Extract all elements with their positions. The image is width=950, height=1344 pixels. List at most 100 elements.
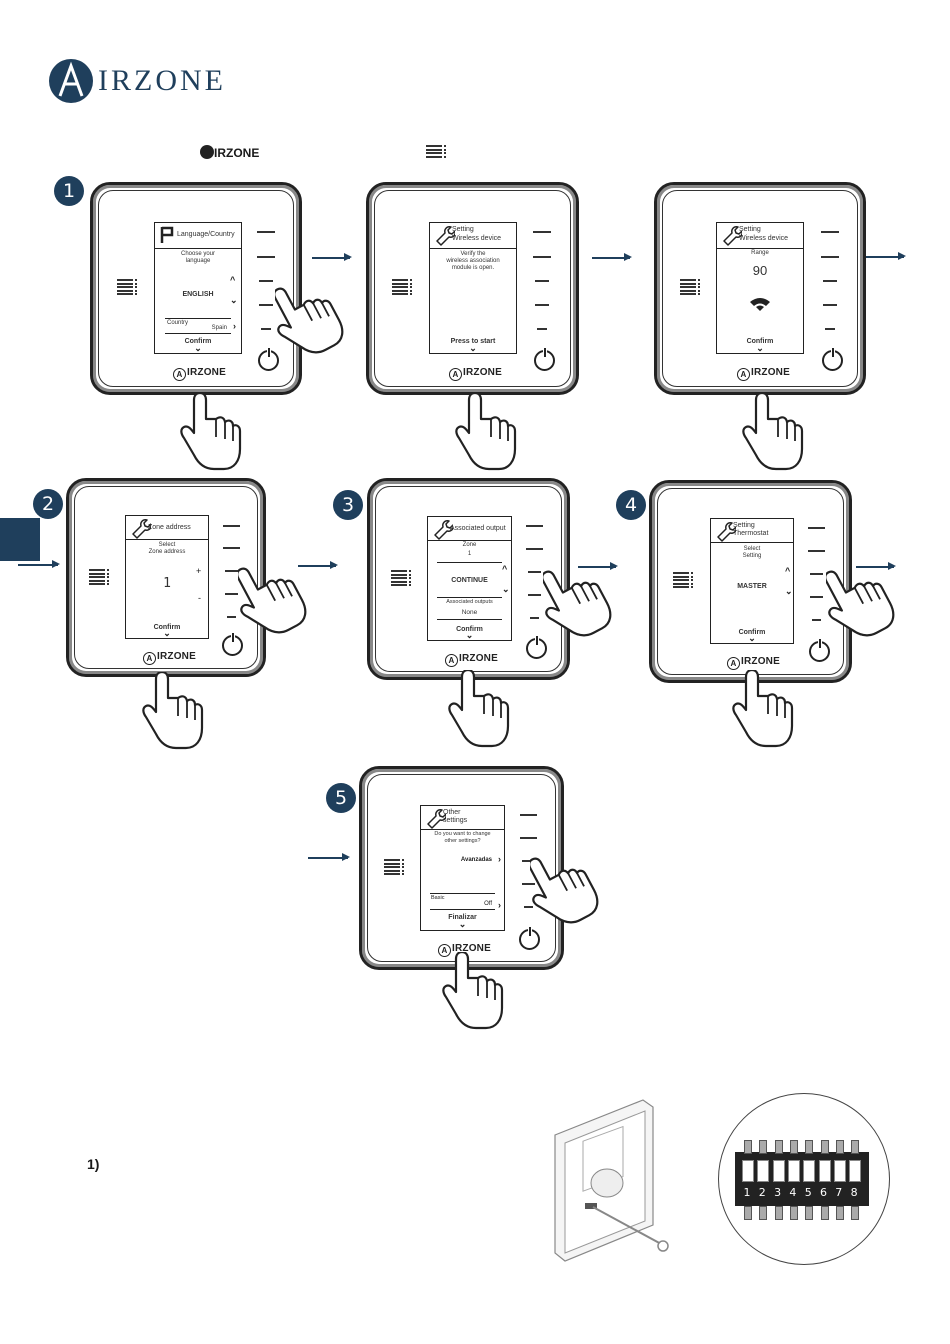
screen-title-2: Wireless device [739,235,789,242]
hand-icon [442,952,504,1030]
dip-pin-bottom [835,1206,844,1220]
chevron-right-icon: › [233,321,236,331]
basic-value[interactable]: Off [484,901,492,907]
step-badge-5: 5 [326,783,356,813]
master-value[interactable]: MASTER [737,583,767,590]
chevron-right-icon: › [498,854,501,864]
power-icon[interactable] [526,636,547,659]
arrow-right-icon [592,254,632,260]
hand-icon [448,670,510,748]
thermostat-step2: Zone address Select Zone address 1 + - C… [66,478,266,677]
screen-title-2: Wireless device [452,235,502,242]
prompt-line2: Setting [742,553,762,559]
country-value[interactable]: Spain [211,325,227,331]
hand-icon [732,670,794,748]
hand-icon [142,672,204,750]
dip-pin-top [789,1140,798,1154]
arrow-right-icon [298,562,338,568]
confirm-label[interactable]: Confirm [746,338,774,345]
prompt-line2: other settings? [444,838,481,844]
dip-pin-top [835,1140,844,1154]
outputs-value: None [461,609,478,616]
power-icon[interactable] [534,348,555,371]
menu-icon [384,859,404,877]
dip-pin-bottom [759,1206,768,1220]
zone-value[interactable]: 1 [163,576,171,591]
menu-icon [391,570,411,588]
footnote-marker: 1) [87,1156,100,1172]
screen-title-1: Setting [452,226,474,233]
dip-switch[interactable] [833,1160,846,1182]
step-badge-4: 4 [616,490,646,520]
advanced-option[interactable]: Avanzadas [460,857,492,863]
language-value[interactable]: ENGLISH [182,291,214,298]
range-value: 90 [752,263,768,278]
chevron-down-icon: ⌄ [502,584,510,594]
screen: Associated output Zone 1 CONTINUE Associ… [427,516,512,641]
screen: Zone address Select Zone address 1 + - C… [125,515,209,639]
power-icon[interactable] [809,639,830,662]
hand-icon [530,850,605,936]
screen-title: Associated output [450,525,506,532]
dip-switch[interactable] [757,1160,770,1182]
dip-pin-top [744,1140,752,1154]
arrow-right-icon [312,254,352,260]
menu-icon [673,572,693,590]
power-icon[interactable] [258,348,279,371]
confirm-label[interactable]: Confirm [184,338,212,345]
chevron-right-icon: › [498,900,501,910]
screen: Other settings Do you want to change oth… [420,805,505,931]
hand-icon [455,393,517,471]
screen-title-2: settings [443,817,468,824]
dip-label: 4 [789,1186,797,1199]
press-to-start[interactable]: Press to start [450,338,496,345]
dip-label: 8 [850,1186,858,1199]
hand-icon [275,280,350,366]
power-icon[interactable] [222,633,243,656]
power-icon[interactable] [519,927,540,950]
arrow-right-icon [18,561,60,567]
outputs-label: Associated outputs [446,599,493,605]
dip-switch[interactable] [742,1160,754,1182]
chevron-up-icon: ^ [785,566,791,576]
dip-pin-bottom [744,1206,752,1220]
arrow-right-icon [866,253,906,259]
dip-switch-panel [718,1093,890,1265]
step-badge-1: 1 [54,176,84,206]
small-logo: IRZONE [200,145,259,160]
dip-switch[interactable] [772,1160,785,1182]
dip-label: 6 [820,1186,827,1199]
dip-label: 2 [758,1186,766,1199]
confirm-label[interactable]: Confirm [153,624,181,631]
hand-icon [180,393,242,471]
chevron-down-icon: ⌄ [194,343,202,353]
dip-label: 7 [835,1186,843,1199]
dip-switch[interactable] [803,1160,816,1182]
prompt-line1: Choose your [180,251,216,257]
arrow-right-icon [856,563,896,569]
menu-icon [680,279,700,297]
dip-switch[interactable] [818,1160,831,1182]
chevron-down-icon: ⌄ [469,343,477,353]
thermostat-step1c: Setting Wireless device Range 90 Confirm… [654,182,866,395]
thermostat-step1b: Setting Wireless device Verify the wirel… [366,182,579,395]
continue-value[interactable]: CONTINUE [451,577,488,584]
dip-switch[interactable] [849,1160,862,1182]
finish-label[interactable]: Finalizar [448,914,477,921]
hand-icon [543,563,618,649]
small-logo-mark [200,145,214,159]
dip-switch[interactable] [787,1160,800,1182]
info-line1: Verify the [460,251,486,257]
confirm-label[interactable]: Confirm [738,629,766,636]
power-icon[interactable] [822,348,843,371]
hand-icon [742,393,804,471]
confirm-label[interactable]: Confirm [456,626,483,633]
screen: Language/Country Choose your language EN… [154,222,242,354]
chevron-up-icon: ^ [502,564,508,574]
dip-pin-bottom [805,1206,814,1220]
